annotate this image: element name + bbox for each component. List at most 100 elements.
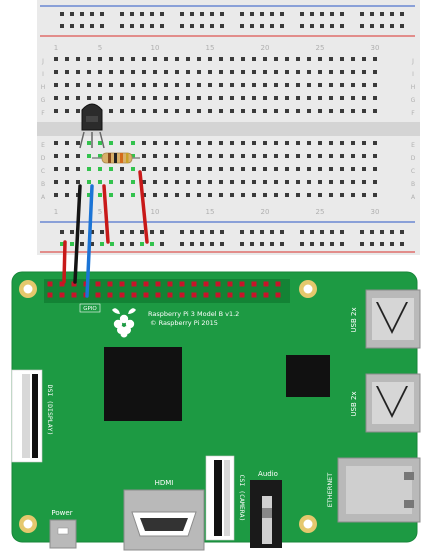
breadboard-hole: [186, 83, 190, 87]
breadboard-hole: [65, 109, 69, 113]
breadboard-hole: [274, 154, 278, 158]
breadboard-hole: [310, 242, 314, 246]
breadboard-hole: [362, 141, 366, 145]
breadboard-hole: [241, 141, 245, 145]
breadboard-hole: [329, 109, 333, 113]
breadboard-hole: [252, 57, 256, 61]
breadboard-hole: [54, 193, 58, 197]
gpio-pin: [155, 292, 161, 298]
wire-black-ground: [73, 184, 82, 284]
breadboard-hole: [130, 230, 134, 234]
breadboard-hole: [340, 57, 344, 61]
breadboard-hole: [120, 230, 124, 234]
breadboard-hole-connected: [87, 180, 91, 184]
dsi-label: DSI (DISPLAY): [46, 385, 54, 436]
breadboard-hole: [274, 57, 278, 61]
breadboard-hole: [296, 57, 300, 61]
breadboard-hole: [142, 141, 146, 145]
breadboard-hole: [70, 24, 74, 28]
breadboard-hole: [362, 167, 366, 171]
breadboard-hole: [186, 167, 190, 171]
breadboard-hole: [208, 141, 212, 145]
breadboard-hole-connected: [131, 167, 135, 171]
breadboard-hole: [340, 12, 344, 16]
breadboard-hole: [300, 230, 304, 234]
breadboard-hole: [362, 70, 366, 74]
breadboard-hole: [318, 109, 322, 113]
breadboard-hole: [310, 230, 314, 234]
breadboard-hole: [340, 242, 344, 246]
breadboard-hole: [186, 180, 190, 184]
breadboard-hole: [180, 230, 184, 234]
breadboard-hole: [76, 109, 80, 113]
breadboard-hole-connected: [140, 242, 144, 246]
breadboard-hole: [320, 12, 324, 16]
breadboard-hole: [65, 154, 69, 158]
row-letter-e-left: E: [41, 142, 45, 149]
breadboard-hole: [164, 70, 168, 74]
breadboard-hole: [164, 57, 168, 61]
breadboard-hole: [190, 12, 194, 16]
breadboard-hole: [280, 24, 284, 28]
column-number-1-bottom: 1: [54, 208, 58, 216]
breadboard-hole: [307, 180, 311, 184]
breadboard-hole: [87, 83, 91, 87]
breadboard-hole: [370, 230, 374, 234]
gpio-pin: [95, 281, 101, 287]
breadboard-hole: [370, 242, 374, 246]
breadboard-hole: [285, 167, 289, 171]
breadboard-hole: [329, 141, 333, 145]
breadboard-hole-connected: [109, 141, 113, 145]
breadboard-hole: [362, 154, 366, 158]
breadboard-hole-connected: [131, 180, 135, 184]
breadboard-hole: [186, 193, 190, 197]
breadboard-hole: [241, 180, 245, 184]
breadboard-hole: [250, 242, 254, 246]
dsi-connector: [11, 369, 43, 463]
gpio-pin: [263, 292, 269, 298]
breadboard-hole: [240, 12, 244, 16]
breadboard-hole: [100, 230, 104, 234]
breadboard-hole: [65, 193, 69, 197]
breadboard-hole: [142, 57, 146, 61]
gpio-label-box: [79, 303, 101, 313]
breadboard-hole: [60, 230, 64, 234]
gpio-pin: [71, 281, 77, 287]
breadboard-hole: [340, 96, 344, 100]
breadboard-hole: [65, 70, 69, 74]
column-number-15: 15: [206, 44, 215, 52]
breadboard-hole: [362, 96, 366, 100]
breadboard-hole: [240, 242, 244, 246]
gpio-pin: [191, 281, 197, 287]
breadboard-hole: [153, 96, 157, 100]
gpio-pin: [59, 292, 65, 298]
breadboard-hole: [300, 242, 304, 246]
row-letter-f-left: F: [41, 110, 45, 117]
breadboard-hole: [208, 193, 212, 197]
breadboard-hole: [76, 70, 80, 74]
breadboard-hole: [140, 24, 144, 28]
usb-port-top: [365, 289, 421, 349]
breadboard-hole: [360, 242, 364, 246]
breadboard-hole: [190, 242, 194, 246]
raspberry-pi-board: GPIO Raspberry Pi 3 Model B v1.2 © Raspb…: [11, 271, 421, 551]
breadboard-hole: [362, 57, 366, 61]
breadboard-hole: [109, 57, 113, 61]
breadboard-hole: [390, 230, 394, 234]
breadboard-hole: [241, 70, 245, 74]
breadboard-hole: [263, 167, 267, 171]
breadboard-hole: [241, 154, 245, 158]
breadboard-hole: [175, 167, 179, 171]
breadboard-hole: [230, 180, 234, 184]
breadboard-hole: [390, 242, 394, 246]
breadboard-hole: [98, 70, 102, 74]
breadboard-hole: [373, 57, 377, 61]
breadboard-hole: [230, 96, 234, 100]
breadboard-hole: [150, 12, 154, 16]
breadboard-hole: [220, 12, 224, 16]
breadboard-hole: [208, 167, 212, 171]
breadboard-hole: [180, 12, 184, 16]
breadboard-hole: [373, 96, 377, 100]
breadboard-hole-connected: [100, 242, 104, 246]
mounting-holes: [19, 280, 317, 533]
